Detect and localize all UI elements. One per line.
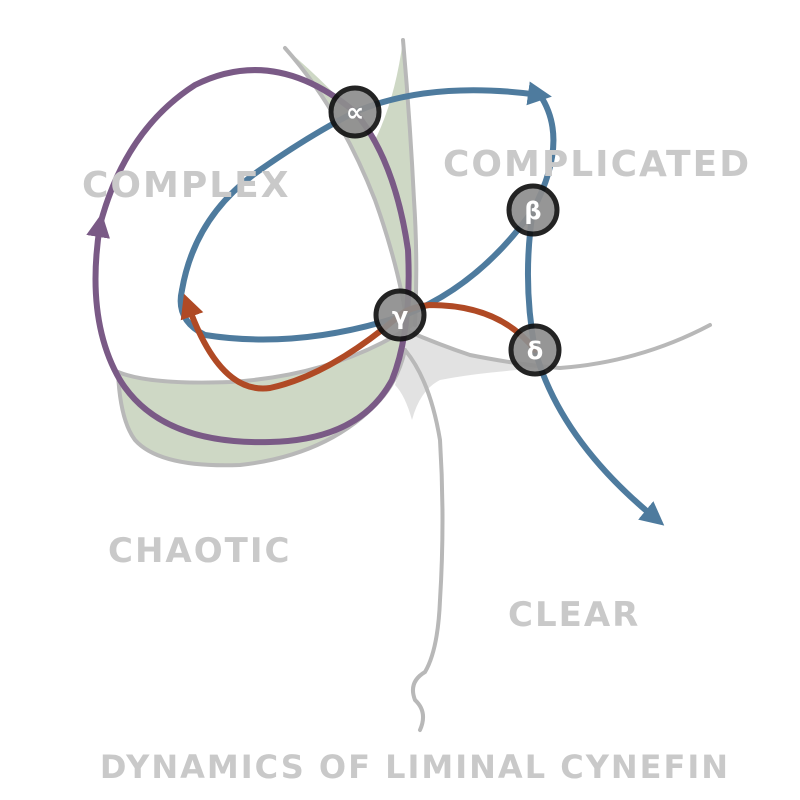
purple-loop-path — [86, 109, 412, 446]
node-beta: β — [506, 183, 560, 237]
node-alpha-label: ∝ — [346, 98, 365, 128]
domain-label-clear: CLEAR — [508, 595, 640, 635]
blue-path-left-to-alpha — [179, 109, 358, 293]
boundary-top-right — [401, 38, 419, 327]
purple-loop-top — [97, 67, 358, 228]
blue-path-gamma-to-left — [177, 287, 408, 343]
blue-path-delta-to-clear — [532, 347, 665, 526]
node-alpha: ∝ — [328, 85, 382, 139]
boundary-down — [403, 348, 445, 732]
node-delta-label: δ — [527, 337, 544, 365]
diagram-caption: DYNAMICS OF LIMINAL CYNEFIN — [100, 748, 730, 786]
node-gamma: γ — [373, 288, 427, 342]
blue-path-alpha-to-top — [352, 81, 552, 115]
liminal-band-top — [285, 40, 417, 330]
node-beta-label: β — [524, 197, 541, 225]
domain-label-complicated: COMPLICATED — [443, 144, 751, 185]
domain-label-chaotic: CHAOTIC — [108, 531, 291, 571]
node-gamma-label: γ — [392, 302, 408, 330]
orange-path-gamma-to-left — [180, 293, 403, 392]
disorder-area — [395, 330, 545, 420]
node-delta: δ — [508, 323, 562, 377]
domain-label-complex: COMPLEX — [82, 165, 291, 206]
